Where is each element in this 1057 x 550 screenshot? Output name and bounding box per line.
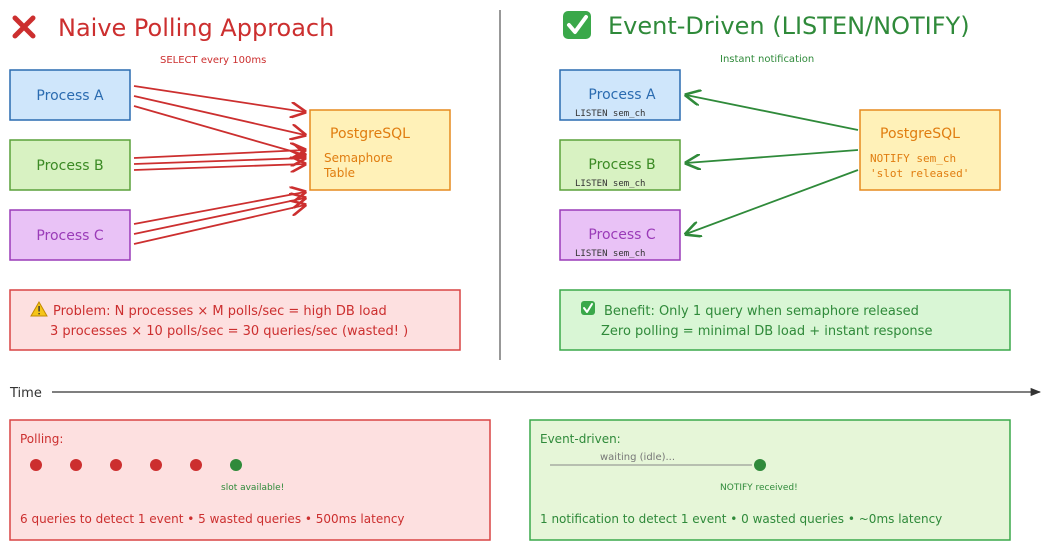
polling-summary: 6 queries to detect 1 event • 5 wasted q… xyxy=(20,512,405,526)
notify-arrow-c xyxy=(686,169,859,234)
benefit-line-1: Benefit: Only 1 query when semaphore rel… xyxy=(604,304,919,319)
problem-box: Problem: N processes × M polls/sec = hig… xyxy=(9,289,461,351)
polling-dots xyxy=(30,459,242,471)
poll-arrow-b3 xyxy=(133,164,305,170)
event-title: Event-Driven (LISTEN/NOTIFY) xyxy=(608,12,970,40)
poll-arrow-c3 xyxy=(133,205,305,245)
problem-line-1: Problem: N processes × M polls/sec = hig… xyxy=(53,304,387,319)
notify-received-label: NOTIFY received! xyxy=(720,483,798,493)
problem-line-2: 3 processes × 10 polls/sec = 30 queries/… xyxy=(50,324,408,339)
process-b-label: Process B xyxy=(36,158,103,174)
postgresql-notify-box: PostgreSQL NOTIFY sem_ch 'slot released' xyxy=(859,109,1001,191)
event-summary: 1 notification to detect 1 event • 0 was… xyxy=(540,512,942,526)
postgresql-semaphore-box: PostgreSQL Semaphore Table xyxy=(309,109,451,191)
poll-arrow-a3 xyxy=(133,105,305,155)
polling-db-line1: Semaphore xyxy=(324,151,393,165)
slot-available-label: slot available! xyxy=(221,483,284,493)
event-timeline-title: Event-driven: xyxy=(540,432,621,446)
event-db-line2: 'slot released' xyxy=(870,167,969,180)
poll-arrow-c1 xyxy=(133,192,305,225)
process-a-box: Process A xyxy=(9,69,131,121)
listener-b-box: Process B LISTEN sem_ch xyxy=(559,139,681,191)
polling-timeline-box: Polling: slot available! 6 queries to de… xyxy=(9,419,491,541)
listener-c-box: Process C LISTEN sem_ch xyxy=(559,209,681,261)
event-db-title: PostgreSQL xyxy=(880,126,960,142)
listener-a-label: Process A xyxy=(588,87,656,103)
polling-db-line2: Table xyxy=(323,166,355,180)
poll-arrow-c2 xyxy=(133,198,305,235)
event-subtitle: Instant notification xyxy=(720,54,814,65)
waiting-label: waiting (idle)... xyxy=(600,452,675,463)
polling-title: Naive Polling Approach xyxy=(58,14,334,42)
process-b-box: Process B xyxy=(9,139,131,191)
polling-subtitle: SELECT every 100ms xyxy=(160,55,266,66)
cross-mark-icon xyxy=(10,13,38,41)
listener-c-label: Process C xyxy=(588,227,656,243)
poll-hit-dot xyxy=(230,459,242,471)
polling-timeline-title: Polling: xyxy=(20,432,63,446)
poll-miss-dot xyxy=(70,459,82,471)
poll-miss-dot xyxy=(150,459,162,471)
benefit-line-2: Zero polling = minimal DB load + instant… xyxy=(601,324,932,339)
event-driven-section: Event-Driven (LISTEN/NOTIFY) Instant not… xyxy=(559,11,1011,351)
poll-arrow-b1 xyxy=(133,150,305,159)
notify-arrows xyxy=(686,95,859,234)
time-axis: Time xyxy=(9,386,1042,401)
check-mark-icon xyxy=(581,301,595,315)
benefit-box: Benefit: Only 1 query when semaphore rel… xyxy=(559,289,1011,351)
notify-arrow-b xyxy=(686,149,859,163)
poll-arrow-b2 xyxy=(133,158,305,164)
process-a-label: Process A xyxy=(36,88,104,104)
time-axis-label: Time xyxy=(9,386,42,401)
check-mark-icon xyxy=(563,11,591,39)
poll-miss-dot xyxy=(110,459,122,471)
warning-icon xyxy=(30,300,48,317)
listener-c-listen-label: LISTEN sem_ch xyxy=(575,249,645,259)
listener-a-box: Process A LISTEN sem_ch xyxy=(559,69,681,121)
event-db-line1: NOTIFY sem_ch xyxy=(870,152,956,165)
polling-db-title: PostgreSQL xyxy=(330,126,410,142)
poll-arrow-a1 xyxy=(133,85,305,112)
polling-section: Naive Polling Approach SELECT every 100m… xyxy=(9,13,461,351)
listener-b-listen-label: LISTEN sem_ch xyxy=(575,179,645,189)
event-timeline-box: Event-driven: waiting (idle)... NOTIFY r… xyxy=(529,419,1011,541)
poll-miss-dot xyxy=(30,459,42,471)
notify-arrow-a xyxy=(686,95,859,131)
listener-a-listen-label: LISTEN sem_ch xyxy=(575,109,645,119)
poll-arrow-a2 xyxy=(133,95,305,135)
process-c-label: Process C xyxy=(36,228,104,244)
listener-b-label: Process B xyxy=(588,157,655,173)
polling-arrows xyxy=(133,85,305,245)
notify-received-dot xyxy=(754,459,766,471)
process-c-box: Process C xyxy=(9,209,131,261)
poll-miss-dot xyxy=(190,459,202,471)
